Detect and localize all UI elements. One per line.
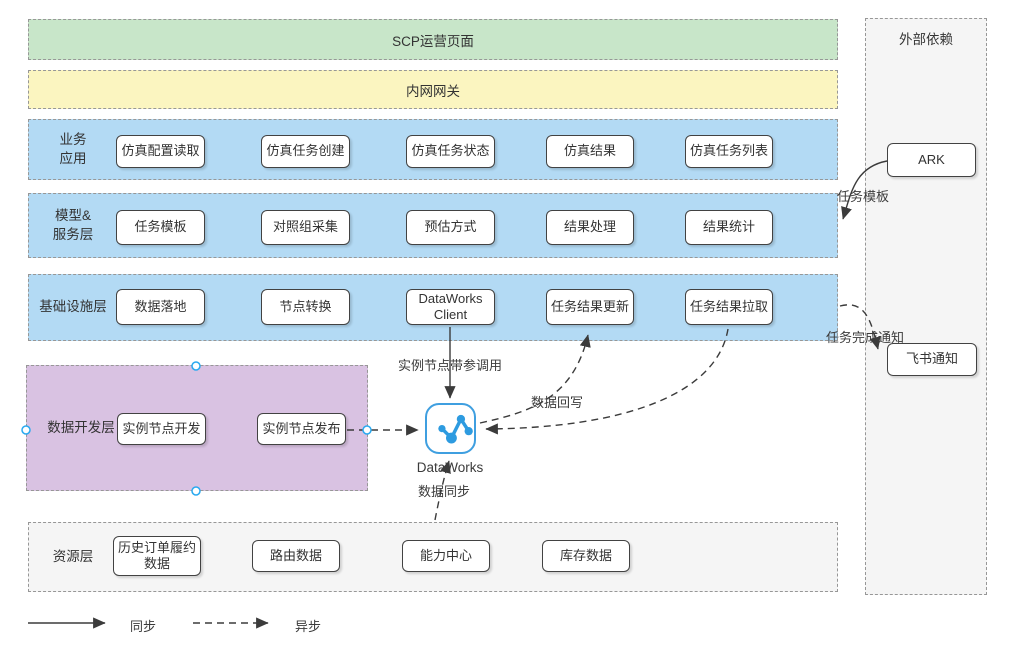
box-route-data[interactable]: 路由数据 [252, 540, 340, 572]
layer-resource-label: 资源层 [52, 548, 94, 564]
box-result-stats[interactable]: 结果统计 [685, 210, 773, 245]
edge-label-data-sync: 数据同步 [418, 484, 471, 499]
layer-model-service-label: 模型& 服务层 [52, 208, 94, 242]
box-task-result-update[interactable]: 任务结果更新 [546, 289, 634, 325]
box-sim-task-list[interactable]: 仿真任务列表 [685, 135, 773, 168]
dataworks-glyph-icon [437, 414, 473, 443]
external-panel[interactable]: 外部依赖 [865, 18, 987, 595]
dataworks-icon[interactable] [425, 403, 476, 454]
layer-gateway[interactable]: 内网网关 [28, 70, 838, 109]
edge-label-task-template: 任务模板 [837, 189, 890, 204]
edge-task-result-pull[interactable] [485, 328, 729, 435]
box-sim-result[interactable]: 仿真结果 [546, 135, 634, 168]
box-history-order-data[interactable]: 历史订单履约数据 [113, 536, 201, 576]
edge-label-instance-call: 实例节点带参调用 [398, 358, 503, 373]
box-inventory-data[interactable]: 库存数据 [542, 540, 630, 572]
external-panel-title: 外部依赖 [899, 32, 953, 47]
box-sim-task-create[interactable]: 仿真任务创建 [261, 135, 350, 168]
box-feishu-notify[interactable]: 飞书通知 [887, 343, 977, 376]
box-control-group-collect[interactable]: 对照组采集 [261, 210, 350, 245]
box-sim-config-read[interactable]: 仿真配置读取 [116, 135, 205, 168]
box-sim-task-status[interactable]: 仿真任务状态 [406, 135, 495, 168]
layer-scp-page-label: SCP运营页面 [392, 33, 474, 49]
edge-label-task-complete: 任务完成通知 [826, 330, 905, 345]
box-task-result-pull[interactable]: 任务结果拉取 [685, 289, 773, 325]
layer-scp-page[interactable]: SCP运营页面 [28, 19, 838, 60]
box-estimate-method[interactable]: 预估方式 [406, 210, 495, 245]
layer-data-dev-label: 数据开发层 [47, 419, 115, 435]
box-task-template[interactable]: 任务模板 [116, 210, 205, 245]
layer-infrastructure-label: 基础设施层 [39, 299, 107, 315]
layer-business-app-label: 业务 应用 [59, 132, 87, 166]
box-data-landing[interactable]: 数据落地 [116, 289, 205, 325]
box-instance-node-publish[interactable]: 实例节点发布 [257, 413, 346, 445]
box-node-convert[interactable]: 节点转换 [261, 289, 350, 325]
box-capability-center[interactable]: 能力中心 [402, 540, 490, 572]
edge-label-data-writeback: 数据回写 [531, 395, 584, 410]
box-dataworks-client[interactable]: DataWorks Client [406, 289, 495, 325]
box-ark[interactable]: ARK [887, 143, 976, 177]
layer-gateway-label: 内网网关 [406, 83, 460, 99]
legend-async-label: 异步 [295, 619, 322, 634]
box-result-process[interactable]: 结果处理 [546, 210, 634, 245]
dataworks-label: DataWorks [416, 460, 484, 475]
box-instance-node-dev[interactable]: 实例节点开发 [117, 413, 206, 445]
legend-sync-label: 同步 [130, 619, 157, 634]
